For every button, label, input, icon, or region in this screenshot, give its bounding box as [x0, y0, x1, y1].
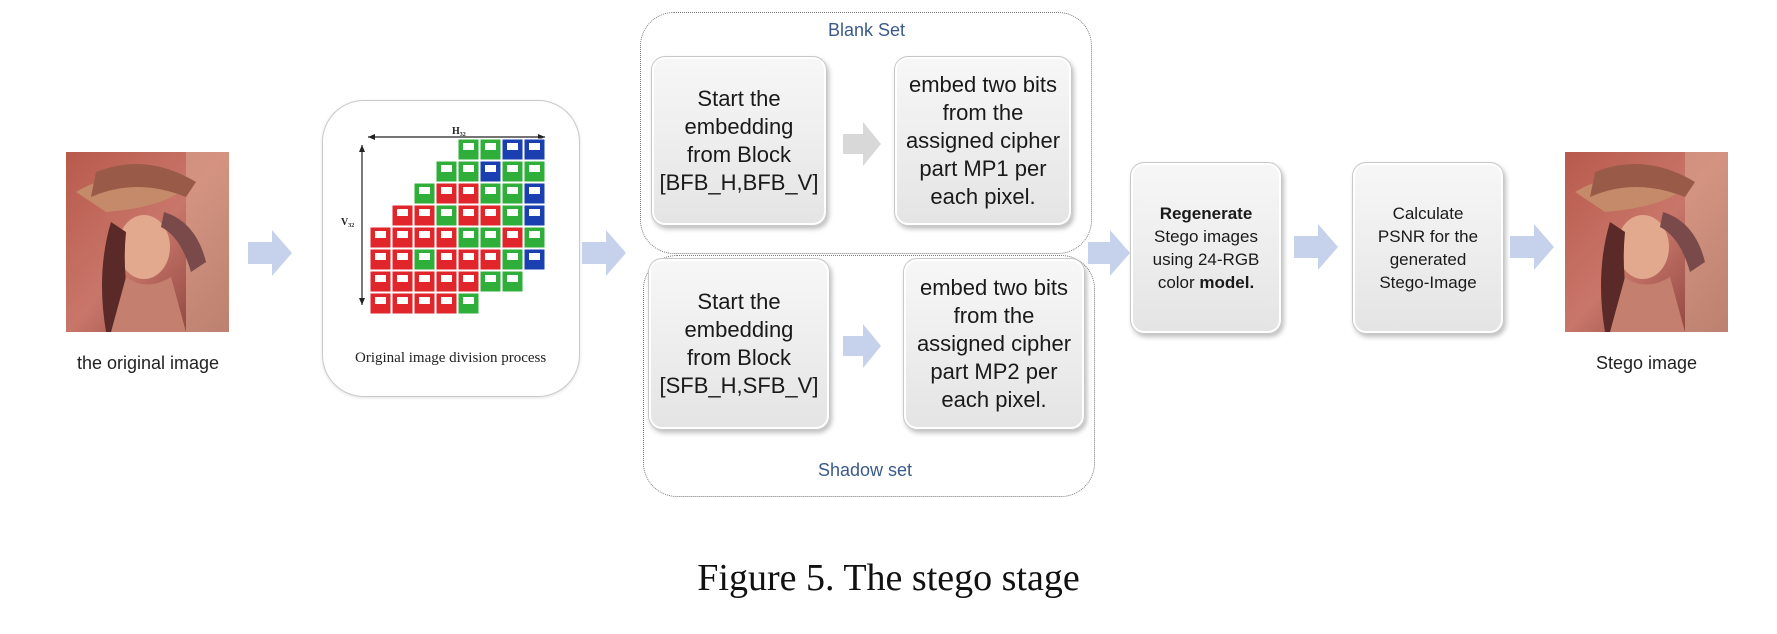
grid-block-mark — [529, 231, 540, 238]
grid-block-mark — [507, 209, 518, 216]
grid-block-mark — [529, 209, 540, 216]
grid-block-mark — [441, 275, 452, 282]
right-arrow-icon — [1088, 230, 1130, 276]
grid-block-mark — [463, 297, 474, 304]
regenerate-box: Regenerate Stego images using 24-RGB col… — [1130, 162, 1282, 334]
h-axis-label: H₃₂ — [452, 126, 466, 137]
right-arrow-icon — [843, 122, 881, 166]
regenerate-text: Regenerate Stego images using 24-RGB col… — [1153, 202, 1260, 294]
division-label: Original image division process — [355, 350, 547, 366]
grid-block-mark — [485, 209, 496, 216]
shadow-set-embed-text: embed two bits from the assigned cipher … — [916, 275, 1072, 412]
right-arrow-icon — [582, 230, 626, 276]
shadow-set-embed-box: embed two bits from the assigned cipher … — [903, 258, 1085, 430]
original-image — [66, 152, 229, 332]
blank-set-start-box: Start the embedding from Block [BFB_H,BF… — [651, 56, 827, 226]
regenerate-bold: Regenerate — [1159, 204, 1253, 223]
grid-block-mark — [485, 253, 496, 260]
grid-block-mark — [507, 275, 518, 282]
shadow-set-group — [643, 255, 1095, 497]
portrait-photo-icon — [66, 152, 229, 332]
grid-block-mark — [463, 165, 474, 172]
psnr-text: Calculate PSNR for the generated Stego-I… — [1377, 204, 1479, 292]
grid-block-mark — [419, 231, 430, 238]
grid-block-mark — [375, 231, 386, 238]
grid-block-mark — [419, 253, 430, 260]
shadow-set-start-box: Start the embedding from Block [SFB_H,SF… — [648, 258, 830, 430]
grid-block-mark — [507, 253, 518, 260]
blank-set-start-text: Start the embedding from Block [BFB_H,BF… — [659, 86, 819, 195]
right-arrow-icon — [1510, 224, 1554, 270]
grid-block-mark — [375, 253, 386, 260]
flow-arrow-1 — [248, 230, 292, 276]
grid-block-mark — [485, 275, 496, 282]
flow-arrow-5 — [1510, 224, 1554, 270]
block-grid-icon: H₃₂ V₃₂ — [341, 126, 546, 315]
grid-block-mark — [463, 231, 474, 238]
grid-block-mark — [529, 187, 540, 194]
right-arrow-icon — [248, 230, 292, 276]
grid-block-mark — [375, 275, 386, 282]
shadow-set-start-text: Start the embedding from Block [SFB_H,SF… — [659, 289, 819, 398]
grid-block-mark — [441, 297, 452, 304]
grid-block-mark — [441, 209, 452, 216]
grid-block-mark — [507, 187, 518, 194]
grid-block-mark — [419, 297, 430, 304]
grid-block-mark — [397, 209, 408, 216]
flow-arrow-3 — [1088, 230, 1130, 276]
shadow-set-label: Shadow set — [818, 460, 913, 480]
shadow-set-arrow — [843, 324, 881, 368]
blank-set-embed-box: embed two bits from the assigned cipher … — [894, 56, 1072, 226]
regenerate-body: Stego images using 24-RGB color — [1152, 227, 1260, 292]
grid-block-mark — [463, 209, 474, 216]
grid-block-mark — [507, 143, 518, 150]
grid-block-mark — [529, 253, 540, 260]
grid-block-mark — [419, 209, 430, 216]
grid-block-mark — [463, 143, 474, 150]
blank-set-group — [640, 12, 1092, 254]
figure-caption: Figure 5. The stego stage — [697, 557, 1080, 599]
grid-block-mark — [397, 231, 408, 238]
grid-block-mark — [441, 253, 452, 260]
grid-block-mark — [441, 165, 452, 172]
flow-arrow-4 — [1294, 224, 1338, 270]
grid-block-mark — [529, 165, 540, 172]
grid-block-mark — [507, 165, 518, 172]
grid-block-mark — [463, 253, 474, 260]
grid-block-mark — [441, 187, 452, 194]
grid-block-mark — [529, 143, 540, 150]
grid-block-mark — [397, 297, 408, 304]
grid-block-mark — [485, 143, 496, 150]
right-arrow-icon — [843, 324, 881, 368]
stego-image — [1565, 152, 1728, 332]
grid-block-mark — [397, 275, 408, 282]
original-image-label: the original image — [76, 353, 220, 373]
grid-block-mark — [375, 297, 386, 304]
blank-set-embed-text: embed two bits from the assigned cipher … — [905, 72, 1061, 209]
flow-arrow-2 — [582, 230, 626, 276]
grid-block-mark — [463, 187, 474, 194]
grid-block-mark — [485, 231, 496, 238]
v-axis-label: V₃₂ — [341, 217, 354, 228]
right-arrow-icon — [1294, 224, 1338, 270]
grid-block-mark — [463, 275, 474, 282]
grid-block-mark — [507, 231, 518, 238]
grid-block-mark — [419, 275, 430, 282]
grid-block-mark — [419, 187, 430, 194]
blank-set-arrow — [843, 122, 881, 166]
block-grid — [369, 138, 546, 315]
grid-block-mark — [397, 253, 408, 260]
portrait-photo-icon — [1565, 152, 1728, 332]
psnr-box: Calculate PSNR for the generated Stego-I… — [1352, 162, 1504, 334]
blank-set-label: Blank Set — [828, 20, 906, 40]
grid-block-mark — [485, 187, 496, 194]
grid-block-mark — [441, 231, 452, 238]
regenerate-model-bold: model. — [1199, 273, 1255, 292]
block-grid-diagram: H₃₂ V₃₂ — [340, 125, 560, 330]
stego-image-label: Stego image — [1595, 353, 1698, 373]
grid-block-mark — [485, 165, 496, 172]
